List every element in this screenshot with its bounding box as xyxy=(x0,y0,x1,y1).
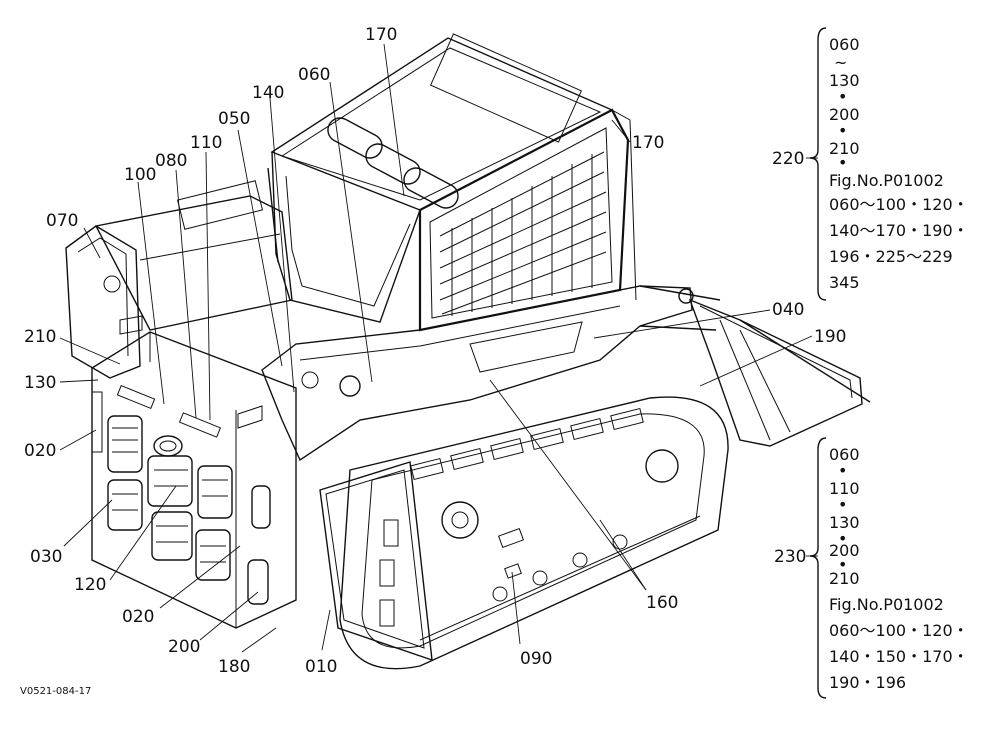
group-230-line: • xyxy=(838,529,847,548)
callout-210: 210 xyxy=(24,327,56,347)
cab-grille-mesh xyxy=(439,151,607,316)
group-220-line: 196・225～229 xyxy=(829,247,953,266)
track-cleats xyxy=(379,407,644,627)
group-220-line: • xyxy=(838,153,847,172)
group-220-line: 060～100・120・ xyxy=(829,195,969,214)
callout-labels: 170 060 140 050 110 080 100 070 170 040 … xyxy=(24,25,846,677)
group-220-line: 200 xyxy=(829,105,860,124)
callout-180: 180 xyxy=(218,657,250,677)
callout-020a: 020 xyxy=(24,441,56,461)
group-220-line: 140～170・190・ xyxy=(829,221,969,240)
group-230-line: 060 xyxy=(829,445,860,464)
group-220-line: ~ xyxy=(834,53,847,72)
group-230-line: Fig.No.P01002 xyxy=(829,595,944,614)
group-220-label: 220 xyxy=(772,149,804,169)
callout-170a: 170 xyxy=(365,25,397,45)
group-230-line: 110 xyxy=(829,479,860,498)
drawing-code: V0521-084-17 xyxy=(20,686,91,697)
group-220-line: 210 xyxy=(829,139,860,158)
callout-140: 140 xyxy=(252,83,284,103)
leader-lines xyxy=(59,43,813,653)
callout-110: 110 xyxy=(190,133,222,153)
callout-130: 130 xyxy=(24,373,56,393)
callout-090: 090 xyxy=(520,649,552,669)
group-230-line: 060～100・120・ xyxy=(829,621,969,640)
group-230-line: 130 xyxy=(829,513,860,532)
body-drawing xyxy=(65,180,297,629)
callout-190: 190 xyxy=(814,327,846,347)
group-230-line: 190・196 xyxy=(829,673,906,692)
rear-grille-panels xyxy=(107,415,233,581)
callout-060: 060 xyxy=(298,65,330,85)
group-220-line: • xyxy=(838,121,847,140)
callout-120: 120 xyxy=(74,575,106,595)
callout-080: 080 xyxy=(155,151,187,171)
group-220-line: 060 xyxy=(829,35,860,54)
callout-160: 160 xyxy=(646,593,678,613)
group-230-line: • xyxy=(838,495,847,514)
group-230-line: • xyxy=(838,555,847,574)
group-220-line: • xyxy=(838,87,847,106)
callout-030: 030 xyxy=(30,547,62,567)
cab-drawing xyxy=(267,33,637,332)
callout-040: 040 xyxy=(772,300,804,320)
callout-170b: 170 xyxy=(632,133,664,153)
callout-020b: 020 xyxy=(122,607,154,627)
group-230-line: 200 xyxy=(829,541,860,560)
group-220-line: Fig.No.P01002 xyxy=(829,171,944,190)
callout-100: 100 xyxy=(124,165,156,185)
group-220-line: 345 xyxy=(829,273,860,292)
group-230-line: 140・150・170・ xyxy=(829,647,969,666)
callout-070: 070 xyxy=(46,211,78,231)
bucket-drawing xyxy=(688,298,871,447)
callout-200: 200 xyxy=(168,637,200,657)
callout-050: 050 xyxy=(218,109,250,129)
group-230-label: 230 xyxy=(774,547,806,567)
group-220: 220 060 ~ 130 • 200 • 210 • Fig.No.P0100… xyxy=(772,27,969,301)
lift-arm-drawing xyxy=(261,285,721,462)
group-230-line: 210 xyxy=(829,569,860,588)
group-220-line: 130 xyxy=(829,71,860,90)
track-drawing xyxy=(319,396,729,670)
group-230-line: • xyxy=(838,461,847,480)
group-230: 230 060 • 110 • 130 • 200 • 210 Fig.No.P… xyxy=(774,437,969,699)
callout-010: 010 xyxy=(305,657,337,677)
